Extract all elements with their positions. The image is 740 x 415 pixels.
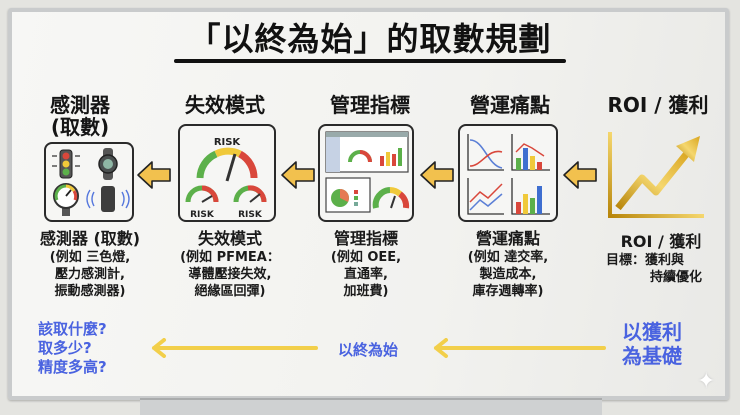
roi-caption: ROI / 獲利 目標：獲利與 持續優化 [596,232,726,286]
base-label-line: 以獲利 [622,320,682,344]
vibration-sensor-icon [86,186,130,212]
dashboard-icon [325,131,409,173]
kpi-detail-line: (例如 OEE, [330,250,402,265]
base-label: 以獲利 為基礎 [622,320,682,368]
line-chart-icon [467,134,504,171]
sensor-detail-line: 振動感測器) [54,284,126,299]
kpi-icon-box [318,124,414,222]
kpi-caption: 管理指標 (例如 OEE, 直通率, 加班費) [296,229,436,300]
failure-mode-icon-box: RISK RISK RISK [178,124,276,222]
failure-mode-caption-title: 失效模式 [197,229,262,248]
bar-chart-icon [511,134,550,171]
pain-point-detail-line: 庫存週轉率) [472,284,544,299]
left-arrow-icon [137,161,171,189]
long-left-arrow-icon [434,338,606,358]
smartwatch-icon [98,148,118,180]
traffic-light-icon [52,149,80,179]
failure-mode-detail-line: (例如 PFMEA： [180,250,280,265]
sensor-detail-line: 壓力感測計, [55,267,125,282]
failure-mode-caption: 失效模式 (例如 PFMEA： 導體壓接失效, 絕緣區回彈) [160,229,300,300]
page-title: 「以終為始」的取數規劃 [188,20,552,58]
left-arrow-icon [420,161,454,189]
pain-point-icon-box [458,124,558,222]
kpi-caption-title: 管理指標 [333,229,398,248]
svg-text:RISK: RISK [238,210,263,220]
sensor-heading: 感測器 (取數) [30,94,130,138]
left-arrow-icon [281,161,315,189]
sensor-icon-box [44,142,134,222]
gauge-icon [372,187,410,209]
sensor-detail-line: (例如 三色燈, [49,250,131,265]
kpi-detail-line: 直通率, [344,267,388,282]
kpi-detail-line: 加班費) [343,284,389,299]
pain-point-detail-line: (例如 達交率, [467,250,549,265]
sensor-caption: 感測器 (取數) (例如 三色燈, 壓力感測計, 振動感測器) [20,229,160,300]
roi-caption-title: ROI / 獲利 [620,232,702,251]
title-underline [174,59,566,63]
roi-detail-line: 持續優化 [650,270,703,285]
question-item: 精度多高? [38,358,107,376]
failure-mode-detail-line: 導體壓接失效, [188,267,272,282]
risk-gauge-icon [196,147,258,182]
pie-chart-icon [325,177,371,213]
long-left-arrow-icon [152,338,318,358]
failure-mode-heading: 失效模式 [185,93,265,117]
failure-mode-detail-line: 絕緣區回彈) [194,284,266,299]
risk-gauge-icon [233,185,267,203]
bar-chart-icon [511,178,550,215]
sparkle-icon: ✦ [697,369,716,394]
middle-label: 以終為始 [338,341,399,359]
pain-point-heading: 營運痛點 [470,93,550,117]
pain-point-caption-title: 營運痛點 [475,229,540,248]
svg-text:RISK: RISK [190,210,215,220]
risk-label: RISK [214,137,242,148]
sensor-heading-sub: (取數) [50,115,110,139]
question-list: 該取什麼? 取多少? 精度多高? [38,320,107,377]
trend-chart-icon [467,178,504,215]
marker-tray [140,398,602,415]
question-item: 取多少? [38,339,92,357]
question-item: 該取什麼? [38,320,107,338]
growth-arrow-icon [608,132,704,218]
roi-heading: ROI / 獲利 [607,93,709,117]
pressure-gauge-icon [53,183,79,216]
sensor-heading-text: 感測器 [50,93,110,117]
risk-gauge-icon [185,185,219,203]
kpi-heading: 管理指標 [330,93,410,117]
base-label-line: 為基礎 [622,344,682,368]
roi-detail-line: 目標：獲利與 [606,253,685,268]
left-arrow-icon [563,161,597,189]
pain-point-caption: 營運痛點 (例如 達交率, 製造成本, 庫存週轉率) [438,229,578,300]
sensor-caption-title: 感測器 (取數) [39,229,141,248]
pain-point-detail-line: 製造成本, [479,267,537,282]
